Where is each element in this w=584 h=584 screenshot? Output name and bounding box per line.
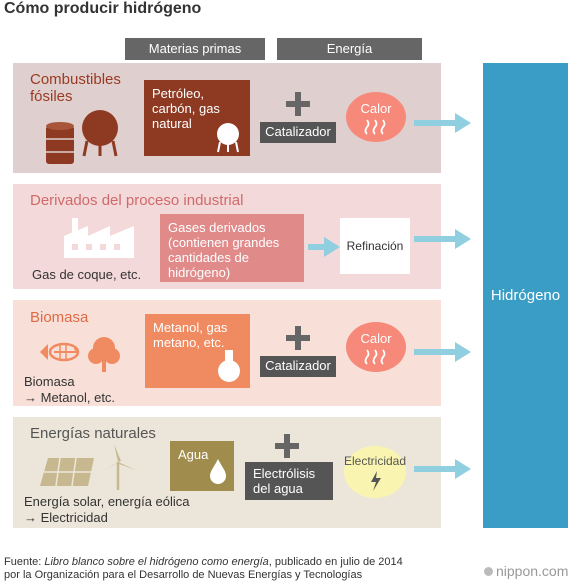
logo-dot-icon — [484, 567, 493, 576]
fossil-heat-label: Calor — [360, 101, 392, 116]
footnote-source-title: Libro blanco sobre el hidrógeno como ene… — [44, 556, 269, 568]
heat-waves-icon — [364, 119, 386, 135]
oil-drum-gas-tank-icon — [46, 110, 118, 164]
page-title: Cómo producir hidrógeno — [4, 0, 202, 17]
water-drop-icon — [210, 459, 226, 484]
source-footnote: Fuente: Libro blanco sobre el hidrógeno … — [4, 556, 403, 582]
hydrogen-bar: Hidrógeno — [483, 63, 568, 528]
plus-icon — [275, 434, 299, 458]
column-header-energy: Energía — [277, 38, 422, 60]
electrolysis-line1: Electrólisis — [253, 466, 316, 481]
fossil-arrow-shaft — [414, 120, 456, 126]
natural-arrow-icon — [455, 459, 471, 479]
electrolysis-line2: del agua — [253, 481, 303, 496]
gas-tank-small-icon — [217, 123, 239, 153]
logo-text: nippon.com — [496, 563, 569, 579]
natural-energy-caption: Energía solar, energía eólica → Electric… — [24, 494, 190, 526]
biomass-heat-circle: Calor — [346, 322, 406, 372]
fossil-box-line3: natural — [152, 116, 192, 131]
water-label: Agua — [178, 447, 209, 462]
industrial-box-line2: (contienen grandes — [168, 235, 280, 250]
biomass-box-line1: Metanol, gas — [153, 320, 228, 335]
fossil-heat-circle: Calor — [346, 92, 406, 142]
industrial-box-line3: cantidades de — [168, 250, 249, 265]
natural-arrow-shaft — [414, 466, 456, 472]
natural-energy-title: Energías naturales — [30, 425, 156, 442]
biomass-arrow-icon — [455, 342, 471, 362]
lightning-icon — [371, 471, 381, 491]
solar-panel-wind-turbine-icon — [40, 444, 136, 490]
footnote-prefix: Fuente: — [4, 556, 45, 568]
fossil-title-line1: Combustibles — [30, 71, 121, 88]
industrial-inner-arrow-icon — [324, 237, 340, 257]
biomass-heat-label: Calor — [360, 331, 392, 346]
fossil-catalyst-label: Catalizador — [260, 122, 336, 143]
nippon-logo: nippon.com — [484, 563, 568, 579]
natural-caption-line2: → Electricidad — [24, 510, 108, 525]
water-box: Agua — [170, 441, 234, 491]
biomass-box-line2: metano, etc. — [153, 335, 225, 350]
industrial-arrow-shaft — [414, 236, 456, 242]
footnote-suffix: , publicado en julio de 2014 — [268, 556, 403, 568]
biomass-catalyst-label: Catalizador — [260, 356, 336, 377]
biomass-caption-line1: Biomasa — [24, 374, 75, 389]
factory-icon — [64, 218, 134, 258]
electrolysis-box: Electrólisis del agua — [245, 462, 333, 500]
biomass-caption: Biomasa → Metanol, etc. — [24, 374, 115, 406]
industrial-box-line1: Gases derivados — [168, 220, 266, 235]
electricity-label: Electricidad — [344, 454, 407, 468]
hydrogen-label: Hidrógeno — [490, 287, 561, 304]
industrial-arrow-icon — [455, 229, 471, 249]
fossil-box-line2: carbón, gas — [152, 101, 220, 116]
industrial-caption: Gas de coque, etc. — [32, 267, 142, 282]
plus-icon — [286, 92, 310, 116]
electricity-circle: Electricidad — [344, 446, 406, 498]
fossil-arrow-icon — [455, 113, 471, 133]
biomass-caption-line2: → Metanol, etc. — [24, 390, 116, 405]
biomass-title: Biomasa — [30, 309, 89, 326]
plus-icon — [286, 326, 310, 350]
industrial-box-line4: hidrógeno) — [168, 265, 231, 280]
fish-tree-icon — [40, 337, 120, 372]
flask-icon — [218, 350, 240, 382]
column-header-raw-materials: Materias primas — [125, 38, 265, 60]
footnote-line2: por la Organización para el Desarrollo d… — [4, 569, 363, 581]
heat-waves-icon — [364, 349, 386, 365]
fossil-title-line2: fósiles — [30, 88, 73, 105]
biomass-arrow-shaft — [414, 349, 456, 355]
industrial-title: Derivados del proceso industrial — [30, 192, 244, 209]
industrial-inner-arrow-shaft — [308, 244, 326, 250]
industrial-gases-box: Gases derivados (contienen grandes canti… — [160, 214, 304, 282]
fossil-fuels-title: Combustibles fósiles — [30, 71, 121, 105]
refining-box: Refinación — [340, 218, 410, 274]
fossil-box-line1: Petróleo, — [152, 86, 205, 101]
natural-caption-line1: Energía solar, energía eólica — [24, 494, 190, 509]
